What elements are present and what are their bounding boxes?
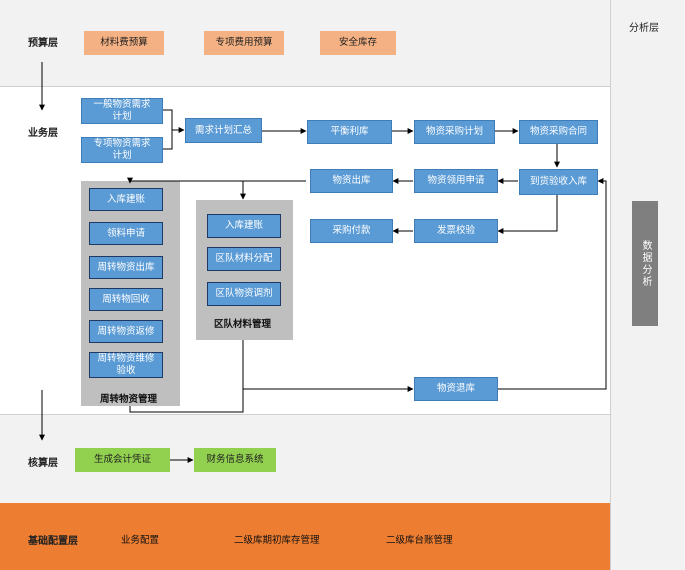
turnover-item-material-request: 领料申请: [89, 222, 163, 245]
purchase-payment-node: 采购付款: [310, 219, 393, 243]
turnover-group-title: 周转物资管理: [100, 394, 158, 405]
analysis-layer-label: 分析层: [629, 23, 659, 34]
accounting-layer-label: 核算层: [28, 458, 58, 469]
balance-stock-node: 平衡利库: [307, 120, 392, 144]
config-layer-label: 基础配置层: [28, 536, 78, 547]
config-layer-band: [0, 503, 610, 570]
team-item-material-allocation: 区队材料分配: [207, 247, 281, 271]
config-opening-stock-item: 二级库期初库存管理: [234, 535, 320, 546]
data-analysis-label: 数据分析: [640, 239, 651, 288]
team-item-material-transfer: 区队物资调剂: [207, 282, 281, 306]
budget-layer-label: 预算层: [28, 38, 58, 49]
receive-inspect-node: 到货验收入库: [519, 169, 598, 195]
turnover-item-repair: 周转物资返修: [89, 320, 163, 343]
accounting-voucher-node: 生成会计凭证: [75, 448, 170, 472]
config-ledger-item: 二级库台账管理: [386, 535, 453, 546]
material-cost-budget-node: 材料费预算: [84, 31, 164, 55]
demand-summary-node: 需求计划汇总: [185, 118, 262, 143]
turnover-item-recovery: 周转物回收: [89, 288, 163, 311]
business-layer-label: 业务层: [28, 128, 58, 139]
special-expense-budget-node: 专项费用预算: [204, 31, 284, 55]
team-group-title: 区队材料管理: [214, 319, 272, 330]
turnover-item-repair-acceptance: 周转物资维修验收: [89, 352, 163, 378]
general-demand-plan-node: 一般物资需求计划: [81, 98, 163, 124]
material-return-node: 物资退库: [414, 377, 498, 401]
config-business-item: 业务配置: [121, 535, 160, 546]
safety-stock-node: 安全库存: [320, 31, 396, 55]
invoice-check-node: 发票校验: [414, 219, 498, 243]
purchase-plan-node: 物资采购计划: [414, 120, 495, 144]
special-demand-plan-node: 专项物资需求计划: [81, 137, 163, 163]
team-item-inbound-ledger: 入库建账: [207, 214, 281, 238]
data-analysis-box: 数据分析: [632, 201, 658, 326]
purchase-contract-node: 物资采购合同: [519, 120, 598, 144]
financial-system-node: 财务信息系统: [194, 448, 276, 472]
turnover-item-outbound: 周转物资出库: [89, 256, 163, 279]
requisition-node: 物资领用申请: [414, 169, 498, 193]
turnover-item-inbound-ledger: 入库建账: [89, 188, 163, 211]
outbound-node: 物资出库: [310, 169, 393, 193]
